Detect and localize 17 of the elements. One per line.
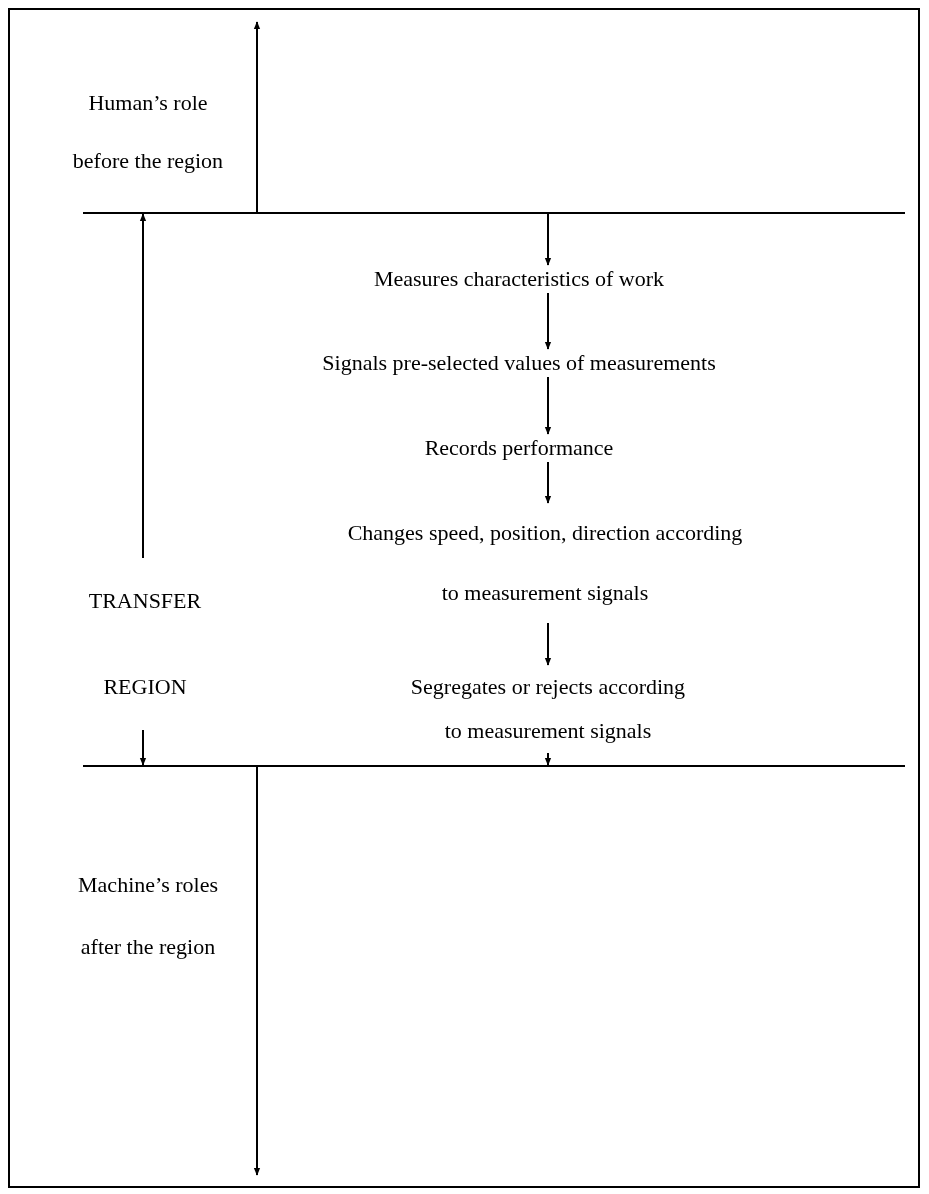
arrow	[544, 213, 552, 266]
horizontal-line	[83, 765, 905, 767]
arrow	[544, 461, 552, 504]
arrow	[253, 21, 261, 213]
horizontal-line	[83, 212, 905, 214]
step-text: Changes speed, position, direction according to measurement signals	[340, 503, 750, 623]
arrow	[544, 752, 552, 766]
step-text: Segregates or rejects according to measurement signals	[402, 665, 694, 753]
step-text: Measures characteristics of work	[289, 265, 749, 293]
step-text: Records performance	[339, 434, 699, 462]
step-text: Signals pre-selected values of measurements	[269, 349, 769, 377]
side-note: Human’s role before the region	[71, 89, 225, 175]
arrow	[544, 622, 552, 666]
side-note: Machine’s roles after the region	[77, 871, 219, 961]
arrow	[544, 292, 552, 350]
arrow	[544, 376, 552, 435]
arrow	[253, 766, 261, 1176]
